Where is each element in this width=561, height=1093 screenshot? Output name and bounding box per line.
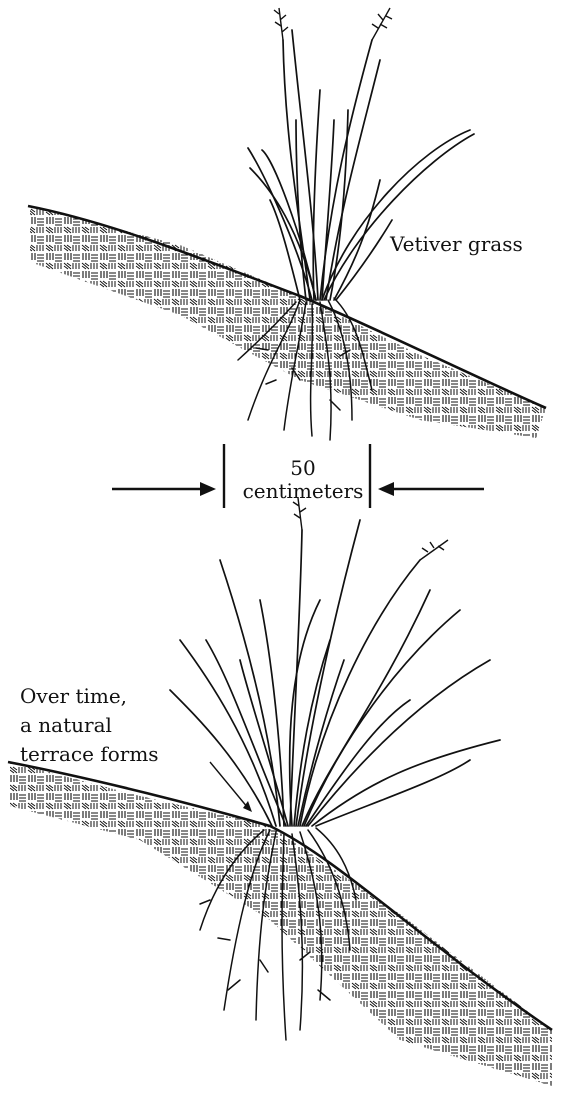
top-panel: [28, 8, 546, 440]
terrace-caption-line-2: a natural: [20, 711, 159, 740]
arrow-right-icon: [112, 482, 216, 496]
top-grass: [248, 30, 474, 300]
terrace-pointer-arrow: [210, 762, 248, 808]
bottom-grass: [170, 520, 500, 826]
measurement-unit: centimeters: [238, 479, 368, 503]
vetiver-grass-label: Vetiver grass: [390, 232, 523, 256]
terrace-caption-line-1: Over time,: [20, 682, 159, 711]
bottom-soil-band: [10, 762, 552, 1086]
terrace-caption: Over time, a natural terrace forms: [20, 682, 159, 769]
bottom-panel: [8, 498, 552, 1086]
arrow-left-icon: [378, 482, 484, 496]
measurement-value: 50: [270, 456, 336, 480]
terrace-caption-line-3: terrace forms: [20, 740, 159, 769]
